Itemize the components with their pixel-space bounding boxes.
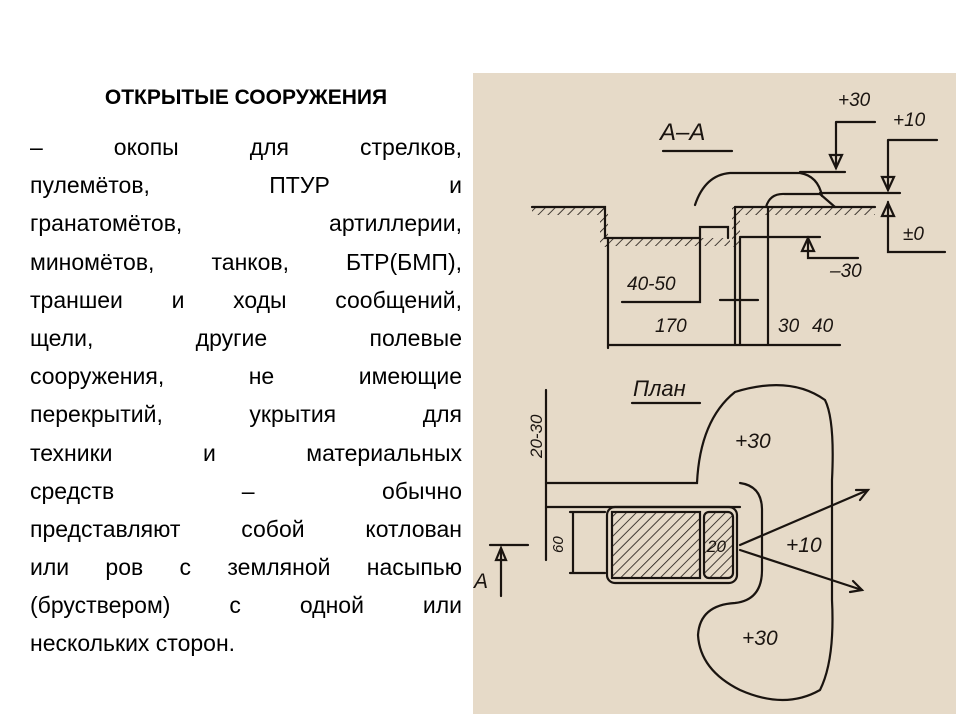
level-plus10-front: +10 bbox=[786, 534, 822, 557]
body-line: техники и материальных bbox=[30, 439, 462, 466]
dim-20-30: 20-30 bbox=[527, 414, 546, 459]
dim-60: 60 bbox=[550, 536, 567, 553]
body-line: пулемётов, ПТУР и bbox=[30, 172, 462, 199]
sector-arrow bbox=[738, 488, 870, 547]
body-line: нескольких сторон. bbox=[30, 630, 236, 657]
body-line: или ров с земляной насыпью bbox=[30, 554, 462, 581]
dim-20: 20 bbox=[706, 537, 726, 556]
body-line: (бруствером) с одной или bbox=[30, 592, 462, 619]
dim-40: 40 bbox=[812, 316, 834, 337]
trench-pit bbox=[605, 505, 739, 585]
dim-30: 30 bbox=[778, 316, 800, 337]
body-line: представляют собой котлован bbox=[30, 515, 462, 542]
dim-40-50: 40-50 bbox=[627, 274, 676, 295]
level-plus30-bottom: +30 bbox=[742, 627, 778, 650]
level-plus10: +10 bbox=[893, 110, 926, 131]
parapet-outline bbox=[544, 384, 834, 702]
level-minus30: –30 bbox=[829, 261, 862, 282]
level-zero: ±0 bbox=[903, 224, 924, 245]
section-title: А–А bbox=[658, 119, 705, 146]
level-plus30: +30 bbox=[838, 90, 871, 111]
slide-title: ОТКРЫТЫЕ СООРУЖЕНИЯ bbox=[104, 86, 388, 109]
section-marker bbox=[488, 543, 530, 598]
dim-170: 170 bbox=[655, 316, 687, 337]
slide-body-text: – окопы для стрелков, пулемётов, ПТУР и … bbox=[30, 128, 462, 663]
body-line: миномётов, танков, БТР(БМП), bbox=[30, 248, 462, 275]
section-marker-label: А bbox=[473, 570, 488, 593]
level-plus30-top: +30 bbox=[735, 430, 771, 453]
plan-title: План bbox=[633, 376, 686, 401]
sector-arrow bbox=[738, 548, 864, 592]
body-line: щели, другие полевые bbox=[30, 324, 462, 351]
body-line: траншеи и ходы сообщений, bbox=[30, 286, 462, 313]
parapet bbox=[693, 171, 824, 207]
body-line: – окопы для стрелков, bbox=[30, 134, 462, 160]
trench-drawing: А–А +30 +10 ±0 –30 40-50 170 30 40 План bbox=[473, 73, 956, 714]
body-line: перекрытий, укрытия для bbox=[30, 401, 462, 428]
body-line: средств – обычно bbox=[30, 477, 462, 504]
body-line: гранатомётов, артиллерии, bbox=[30, 210, 462, 237]
body-line: сооружения, не имеющие bbox=[30, 363, 462, 390]
